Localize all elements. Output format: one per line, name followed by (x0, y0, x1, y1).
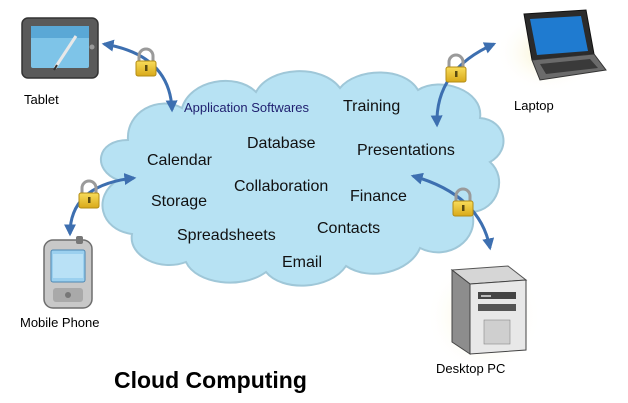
desktop-pc-label: Desktop PC (436, 361, 506, 376)
service-spreadsheets: Spreadsheets (177, 227, 276, 244)
cloud-shape (100, 70, 505, 287)
tablet-label: Tablet (24, 92, 59, 107)
service-application-softwares: Application Softwares (184, 100, 310, 115)
desktop-pc-icon (426, 258, 542, 374)
service-training: Training (343, 98, 401, 115)
service-collaboration: Collaboration (234, 178, 329, 195)
page-title: Cloud Computing (114, 367, 307, 393)
mobile-phone-label: Mobile Phone (20, 315, 100, 330)
laptop-label: Laptop (514, 98, 554, 113)
padlock-icon (452, 187, 474, 217)
service-email: Email (282, 254, 323, 271)
service-contacts: Contacts (317, 220, 381, 237)
service-calendar: Calendar (147, 152, 212, 169)
service-storage: Storage (151, 193, 208, 210)
padlock-icon (445, 53, 467, 83)
mobile-phone-icon (43, 236, 93, 309)
service-finance: Finance (350, 188, 407, 205)
service-database: Database (247, 135, 316, 152)
laptop-icon (496, 9, 607, 92)
tablet-icon (21, 17, 99, 79)
padlock-icon (135, 47, 157, 77)
service-presentations: Presentations (357, 142, 455, 159)
padlock-icon (78, 179, 100, 209)
